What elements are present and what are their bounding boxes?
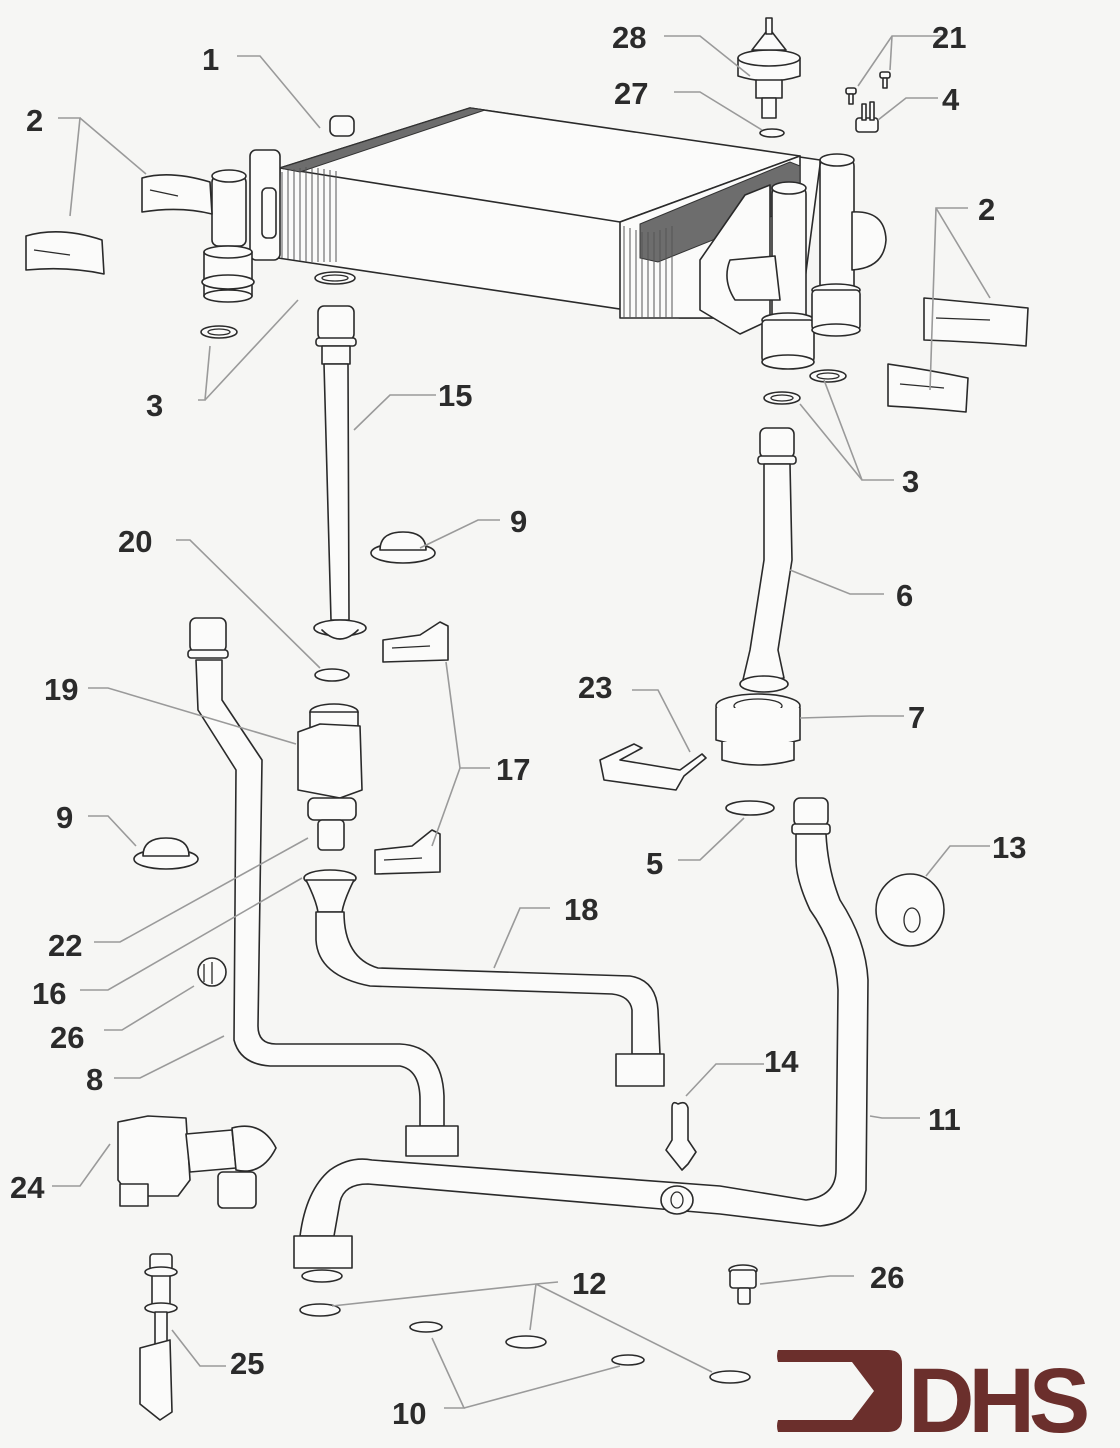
logo-arrow-icon	[777, 1350, 902, 1432]
thermostat	[855, 101, 879, 133]
callout-12: 12	[572, 1266, 606, 1301]
clips-17	[374, 621, 449, 875]
grommet-disc-13	[875, 873, 945, 947]
clip-14	[665, 1101, 697, 1171]
callout-15: 15	[438, 378, 472, 413]
callout-7: 7	[908, 700, 925, 735]
callout-8: 8	[86, 1062, 103, 1097]
callout-21: 21	[932, 20, 966, 55]
callout-4: 4	[942, 82, 960, 117]
callout-24: 24	[10, 1170, 45, 1205]
pipe-18	[315, 911, 665, 1087]
dhs-logo: DHS	[777, 1350, 1093, 1448]
pipe-15	[313, 305, 367, 640]
callout-25: 25	[230, 1346, 264, 1381]
leader-lines	[52, 35, 991, 1409]
callout-27: 27	[614, 76, 648, 111]
callout-5: 5	[646, 846, 663, 881]
callout-20: 20	[118, 524, 152, 559]
callout-18: 18	[564, 892, 598, 927]
retaining-clips-right	[887, 297, 1029, 413]
callout-26-left: 26	[50, 1020, 84, 1055]
valve-assembly-24	[117, 1115, 277, 1209]
o-rings	[200, 271, 847, 405]
callout-6: 6	[896, 578, 913, 613]
pressure-switch	[737, 17, 801, 119]
sensor-26-left	[197, 957, 227, 987]
pipe-11	[293, 797, 869, 1283]
callout-13: 13	[992, 830, 1026, 865]
clip-23	[599, 743, 707, 791]
callout-labels: 1 2 2 3 3 4 5 6 7 8 9 9 10 11 12 13 14 1…	[10, 20, 1026, 1431]
logo-text: DHS	[908, 1350, 1087, 1448]
fins-right	[623, 226, 673, 318]
flow-sensor-25	[139, 1253, 178, 1421]
callout-9-lower: 9	[56, 800, 73, 835]
washers	[299, 1303, 751, 1384]
fins-left	[281, 167, 337, 262]
callout-2-left: 2	[26, 103, 43, 138]
connector-19	[297, 703, 363, 851]
callout-26-right: 26	[870, 1260, 904, 1295]
connector-7	[715, 693, 801, 766]
callout-28: 28	[612, 20, 646, 55]
heat-exchanger	[201, 107, 887, 370]
pipe-8	[187, 617, 459, 1157]
callout-3-left: 3	[146, 388, 163, 423]
retaining-clips-left	[25, 174, 213, 275]
screws	[845, 71, 891, 105]
washer-5	[725, 800, 775, 816]
callout-16: 16	[32, 976, 66, 1011]
callout-10: 10	[392, 1396, 426, 1431]
callout-11: 11	[928, 1102, 961, 1137]
o-ring-20	[314, 668, 350, 682]
callout-1: 1	[202, 42, 219, 77]
sensor-26-right	[728, 1264, 758, 1305]
callout-9-upper: 9	[510, 504, 527, 539]
callout-14: 14	[764, 1044, 799, 1079]
fitting-16	[303, 869, 357, 913]
callout-17: 17	[496, 752, 530, 787]
grommets	[133, 531, 436, 870]
callout-23: 23	[578, 670, 612, 705]
seal	[759, 128, 785, 138]
callout-2-right: 2	[978, 192, 995, 227]
pipe-6	[739, 427, 797, 693]
callout-3-right: 3	[902, 464, 919, 499]
callout-22: 22	[48, 928, 82, 963]
callout-19: 19	[44, 672, 78, 707]
